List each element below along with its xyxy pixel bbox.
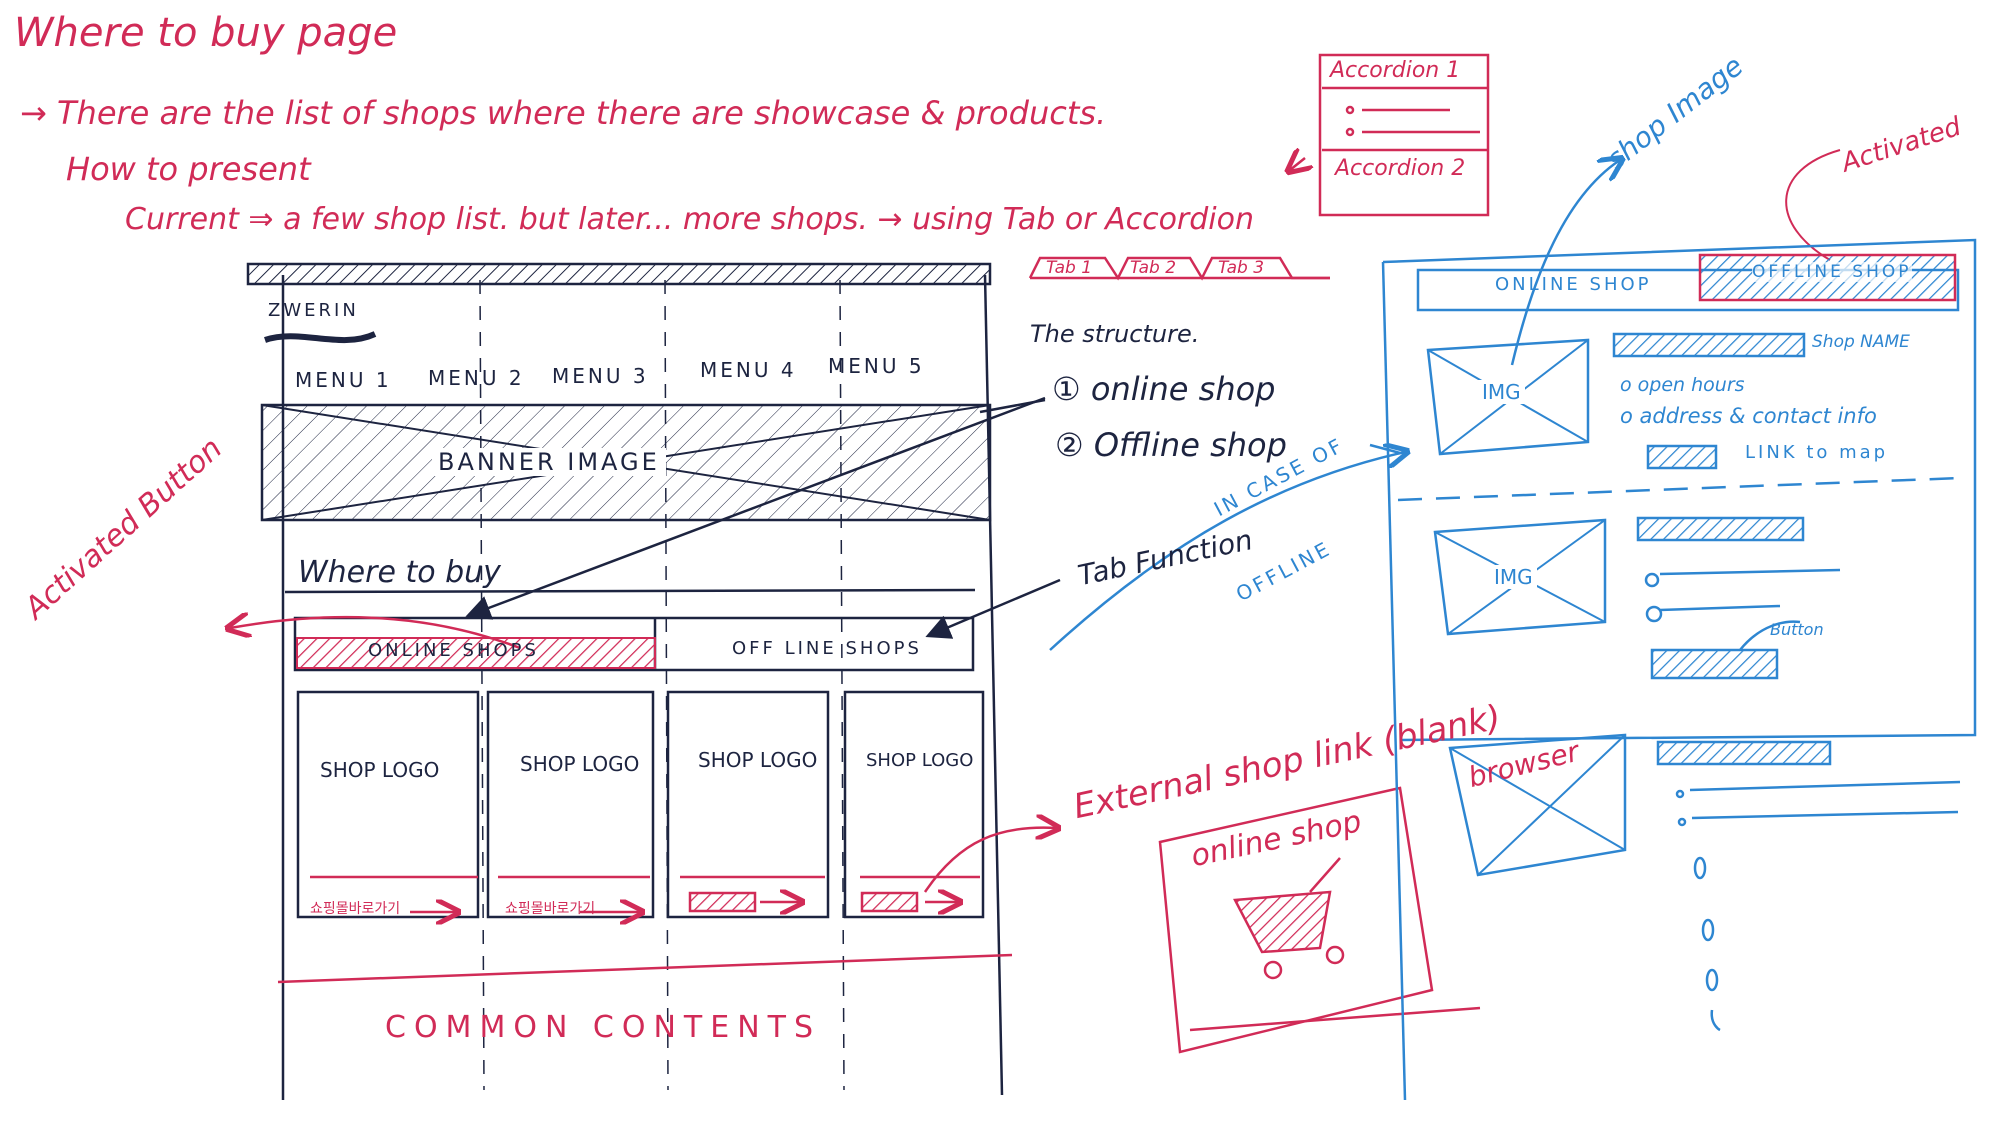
note-line-3: Current ⇒ a few shop list. but later... …	[125, 202, 1255, 237]
panel-tab-offline: OFFLINE SHOP	[1752, 262, 1912, 282]
wireframe-menu-2: MENU 2	[428, 366, 525, 390]
button-note: Button	[1770, 620, 1824, 639]
wireframe-red-overlay	[230, 53, 1841, 1054]
panel-shop-name: Shop NAME	[1812, 332, 1910, 352]
shop-card-1-logo: SHOP LOGO	[320, 758, 440, 782]
common-contents-label: COMMON CONTENTS	[385, 1010, 822, 1045]
note-line-2: How to present	[66, 150, 311, 188]
tab-example-1: Tab 1	[1046, 258, 1093, 278]
wireframe-menu-3: MENU 3	[552, 364, 649, 388]
accordion-1-label: Accordion 1	[1330, 58, 1461, 83]
panel-open-hours: o open hours	[1620, 374, 1745, 396]
tab-example-2: Tab 2	[1130, 258, 1177, 278]
shop-card-4-logo: SHOP LOGO	[866, 750, 974, 771]
panel-img-1: IMG	[1478, 380, 1525, 404]
structure-item-1: ① online shop	[1052, 370, 1276, 408]
wireframe-logo: ZWERIN	[268, 300, 359, 321]
wireframe-menu-5: MENU 5	[828, 354, 925, 378]
shop-card-2-link: 쇼핑몰바로가기	[505, 901, 596, 917]
wireframe-menu-1: MENU 1	[295, 368, 392, 392]
shop-card-1-link: 쇼핑몰바로가기	[310, 901, 401, 917]
structure-title: The structure.	[1030, 320, 1200, 348]
accordion-2-label: Accordion 2	[1335, 156, 1466, 181]
tab-example-3: Tab 3	[1218, 258, 1265, 278]
panel-address: o address & contact info	[1620, 404, 1877, 428]
tab-offline-shops: OFF LINE SHOPS	[732, 638, 922, 659]
note-line-1: → There are the list of shops where ther…	[20, 94, 1107, 132]
page-title: Where to buy page	[14, 10, 398, 56]
panel-link-to-map: LINK to map	[1745, 442, 1889, 463]
shop-card-2-logo: SHOP LOGO	[520, 752, 640, 776]
shop-card-3-logo: SHOP LOGO	[698, 748, 818, 772]
wireframe-menu-4: MENU 4	[700, 358, 797, 382]
panel-img-2: IMG	[1490, 565, 1537, 589]
structure-item-2: ② Offline shop	[1055, 426, 1287, 464]
panel-tab-online: ONLINE SHOP	[1495, 274, 1652, 295]
where-to-buy-heading: Where to buy	[298, 555, 501, 590]
tab-online-shops: ONLINE SHOPS	[368, 640, 539, 661]
banner-image-label: BANNER IMAGE	[432, 448, 666, 476]
offline-panel-sketch	[1049, 160, 1977, 1101]
